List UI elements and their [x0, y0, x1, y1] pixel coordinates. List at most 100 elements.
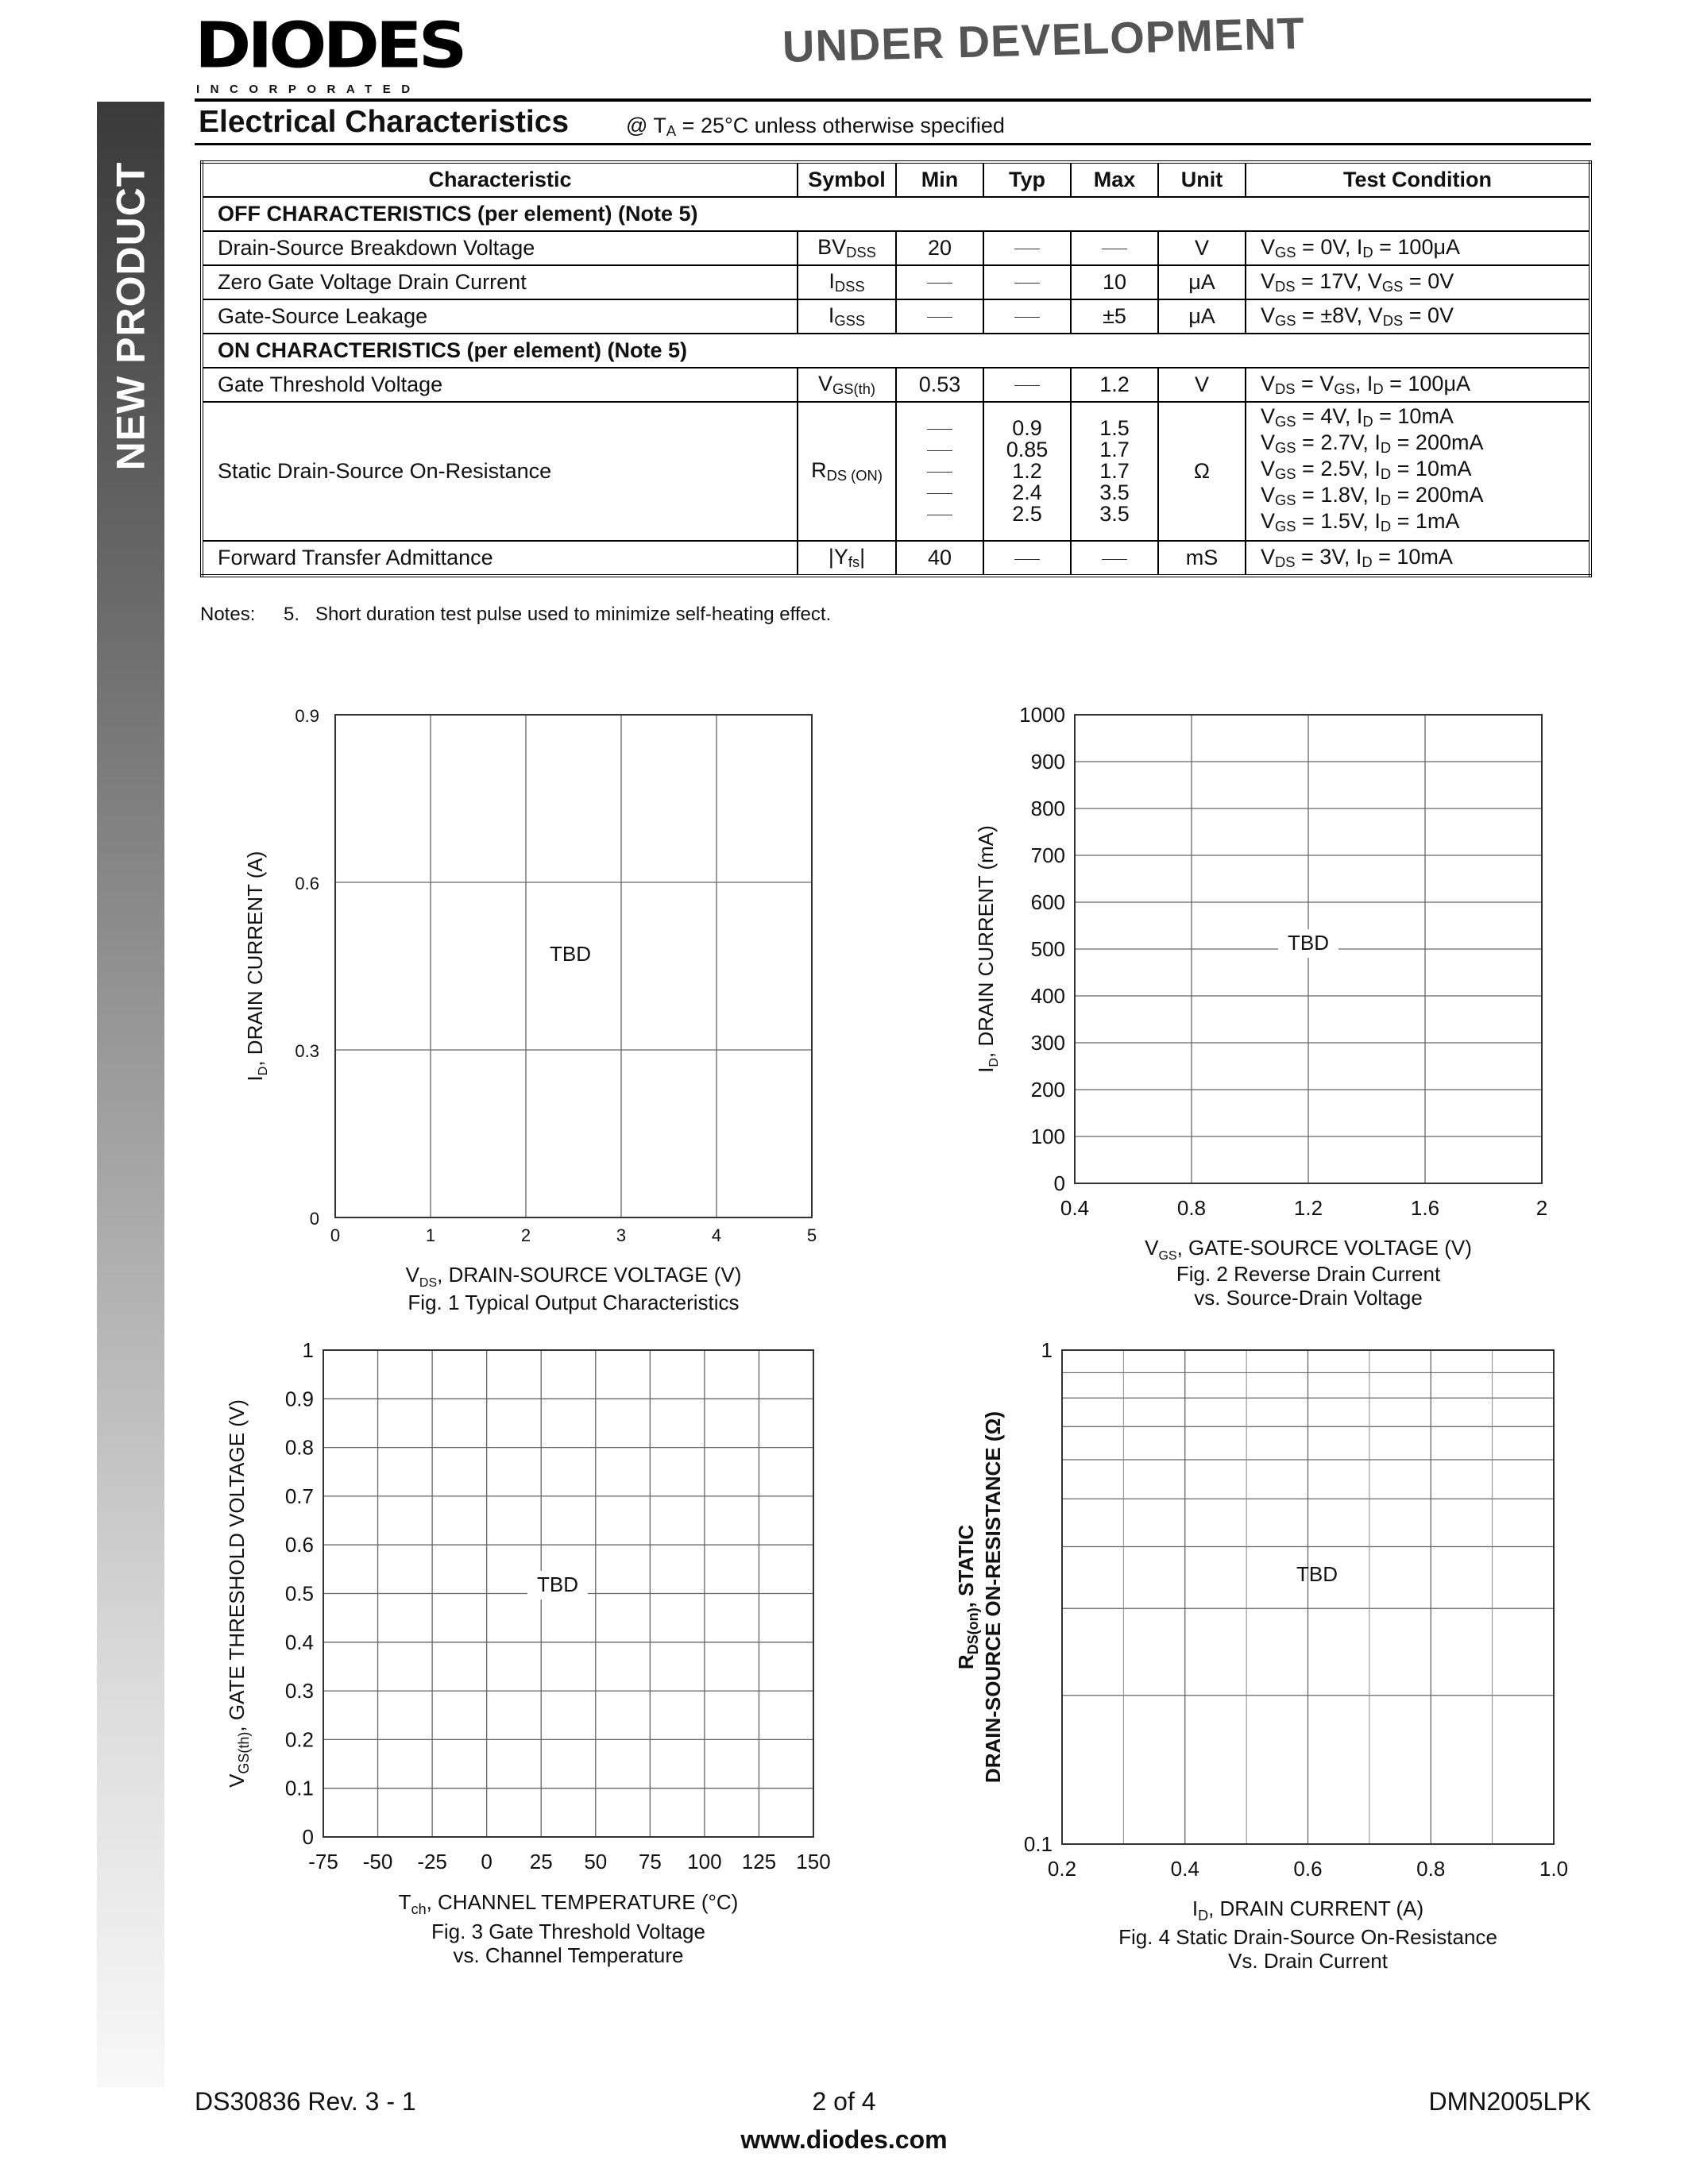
y-tick-label: 0.9	[295, 706, 319, 726]
new-product-sidebar: NEW PRODUCT	[97, 102, 164, 2087]
x-tick-label: 1.6	[1411, 1196, 1439, 1220]
y-tick-label: 0.3	[295, 1041, 319, 1061]
x-axis-label: VDS, DRAIN-SOURCE VOLTAGE (V)	[406, 1263, 742, 1290]
x-tick-label: 150	[796, 1850, 830, 1873]
x-tick-label: 0.8	[1177, 1196, 1206, 1220]
min-cell: 0.53	[895, 367, 984, 403]
on-characteristics-section-label: ON CHARACTERISTICS (per element) (Note 5…	[201, 333, 1591, 369]
y-axis-label: VGS(th), GATE THRESHOLD VOLTAGE (V)	[225, 1399, 252, 1788]
column-header-characteristic: Characteristic	[201, 161, 798, 198]
y-tick-label: 1	[303, 1338, 314, 1362]
figure-caption: Vs. Drain Current	[1228, 1949, 1389, 1973]
logo-wordmark: DIODES	[195, 9, 468, 83]
footer-doc-number: DS30836 Rev. 3 - 1	[195, 2087, 416, 2116]
y-tick-label: 1	[1041, 1338, 1053, 1362]
table-body: OFF CHARACTERISTICS (per element) (Note …	[201, 196, 1591, 577]
typ-cell	[983, 367, 1072, 403]
tbd-backdrop	[527, 1571, 588, 1599]
column-header-typ: Typ	[983, 161, 1072, 198]
max-cell: 10	[1070, 264, 1159, 300]
plot-frame	[323, 1349, 814, 1838]
tbd-placeholder: TBD	[1288, 931, 1329, 955]
off-characteristics-section-label: OFF CHARACTERISTICS (per element) (Note …	[201, 196, 1591, 232]
y-tick-label: 0.1	[1024, 1832, 1053, 1856]
x-tick-label: 125	[742, 1850, 776, 1873]
y-tick-label: 0.5	[285, 1582, 314, 1606]
unit-cell: V	[1157, 230, 1246, 266]
characteristic-cell: Gate-Source Leakage	[201, 299, 798, 334]
note-number: 5.	[284, 604, 300, 625]
y-tick-label: 100	[1031, 1125, 1065, 1148]
logo-subtitle: INCORPORATED	[196, 83, 421, 96]
y-tick-label: 0.8	[285, 1436, 314, 1460]
min-cell	[895, 299, 984, 334]
test-condition-cell: VGS = 0V, ID = 100μA	[1245, 230, 1591, 266]
typ-cell	[983, 299, 1072, 334]
header-divider	[195, 98, 1591, 102]
plot-frame	[1061, 1349, 1555, 1845]
figure-caption: Fig. 1 Typical Output Characteristics	[408, 1291, 739, 1314]
column-header-min: Min	[895, 161, 984, 198]
max-cell: 1.2	[1070, 367, 1159, 403]
x-tick-label: 0.4	[1171, 1857, 1199, 1881]
x-tick-label: 1.0	[1539, 1857, 1568, 1881]
symbol-cell: VGS(th)	[797, 367, 897, 403]
y-axis-label: ID, DRAIN CURRENT (mA)	[974, 825, 1001, 1073]
y-tick-label: 0.6	[285, 1533, 314, 1557]
max-cell	[1070, 540, 1159, 577]
x-tick-label: 5	[807, 1225, 817, 1245]
x-tick-label: 75	[639, 1850, 662, 1873]
y-tick-label: 0.6	[295, 874, 319, 893]
test-condition-cell: VDS = 17V, VGS = 0V	[1245, 264, 1591, 300]
x-axis-label: ID, DRAIN CURRENT (A)	[1192, 1897, 1423, 1924]
characteristic-cell: Gate Threshold Voltage	[201, 367, 798, 403]
x-tick-label: -50	[363, 1850, 393, 1873]
note-text: Short duration test pulse used to minimi…	[315, 604, 832, 625]
x-tick-label: 0	[481, 1850, 492, 1873]
figure-caption: vs. Source-Drain Voltage	[1194, 1286, 1423, 1310]
y-tick-label: 0	[303, 1825, 314, 1849]
min-cell: 40	[895, 540, 984, 577]
y-tick-label: 300	[1031, 1031, 1065, 1055]
tbd-placeholder: TBD	[550, 942, 591, 966]
off-characteristics-section: OFF CHARACTERISTICS (per element) (Note …	[201, 196, 1591, 232]
typ-cell	[983, 264, 1072, 300]
column-header-max: Max	[1070, 161, 1159, 198]
x-tick-label: 0.2	[1048, 1857, 1076, 1881]
figure-caption: Fig. 4 Static Drain-Source On-Resistance	[1118, 1925, 1497, 1949]
characteristic-cell: Forward Transfer Admittance	[201, 540, 798, 577]
y-tick-label: 0.2	[285, 1727, 314, 1751]
max-cell: ±5	[1070, 299, 1159, 334]
symbol-cell: BVDSS	[797, 230, 897, 266]
unit-cell: μA	[1157, 299, 1246, 334]
x-tick-label: -75	[308, 1850, 338, 1873]
y-axis-label: DRAIN-SOURCE ON-RESISTANCE (Ω)	[981, 1411, 1005, 1783]
symbol-cell: |Yfs|	[797, 540, 897, 577]
tbd-placeholder: TBD	[537, 1572, 578, 1596]
x-tick-label: 1	[426, 1225, 435, 1245]
y-tick-label: 900	[1031, 750, 1065, 774]
x-tick-label: 2	[521, 1225, 531, 1245]
x-axis-label: VGS, GATE-SOURCE VOLTAGE (V)	[1145, 1236, 1472, 1263]
x-tick-label: 0.4	[1060, 1196, 1089, 1220]
x-tick-label: 2	[1536, 1196, 1547, 1220]
x-tick-label: 100	[687, 1850, 721, 1873]
column-header-symbol: Symbol	[797, 161, 897, 198]
figure-caption: Fig. 2 Reverse Drain Current	[1176, 1262, 1441, 1286]
section-divider	[195, 143, 1591, 145]
x-tick-label: 25	[530, 1850, 553, 1873]
footer-page-number: 2 of 4	[812, 2087, 876, 2116]
plot-frame	[334, 714, 813, 1218]
characteristic-cell: Drain-Source Breakdown Voltage	[201, 230, 798, 266]
min-cell	[895, 400, 984, 542]
